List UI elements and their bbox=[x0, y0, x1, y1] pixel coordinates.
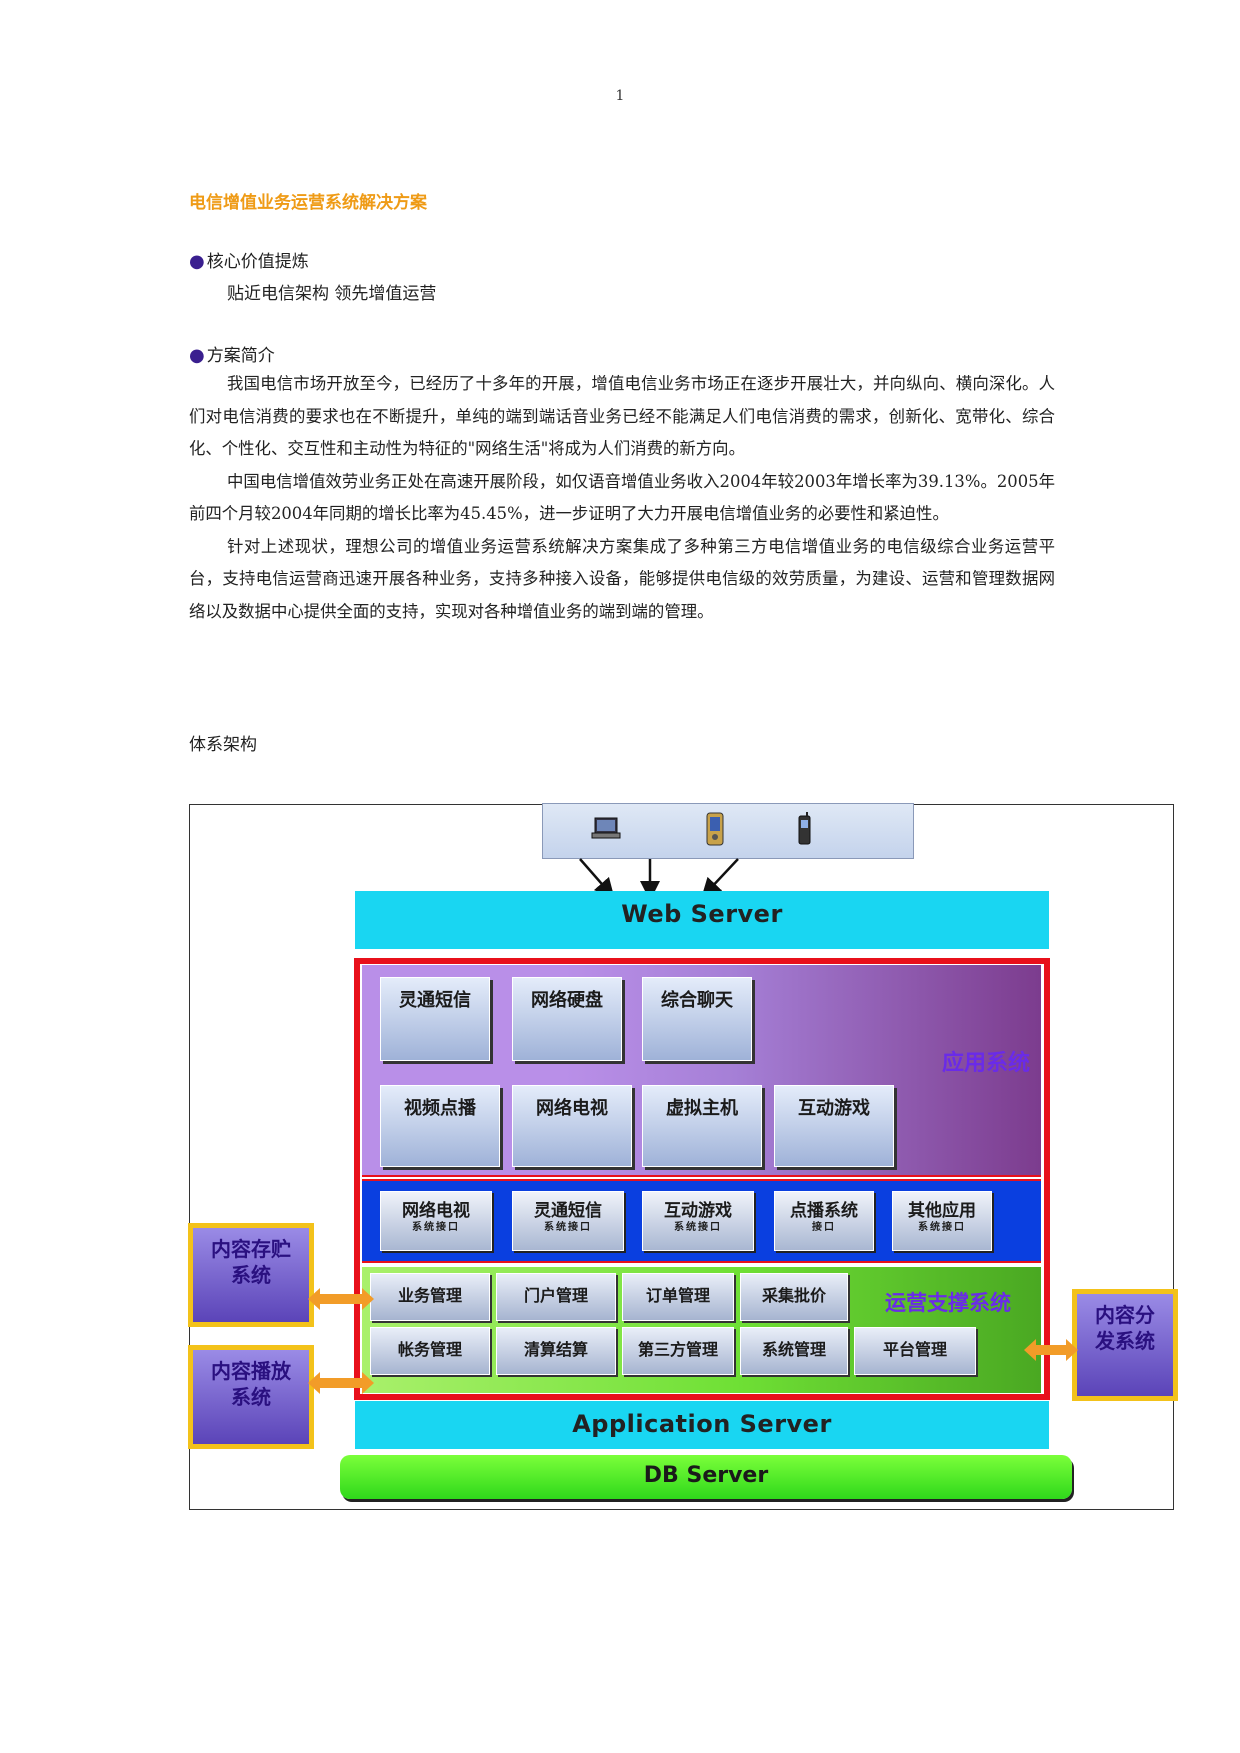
bullet-icon: ● bbox=[189, 251, 205, 272]
pda-icon bbox=[706, 812, 724, 846]
interface-box: 互动游戏系统接口 bbox=[642, 1191, 754, 1251]
interface-sub: 系统接口 bbox=[674, 1222, 722, 1233]
side-label: 内容分 bbox=[1095, 1303, 1155, 1327]
distribution-arrow-icon bbox=[1024, 1339, 1078, 1361]
device-arrows bbox=[579, 858, 739, 897]
storage-arrow-icon bbox=[308, 1288, 374, 1310]
app-module: 互动游戏 bbox=[774, 1085, 894, 1167]
support-cell: 采集批价 bbox=[740, 1273, 848, 1321]
side-label: 系统 bbox=[231, 1263, 271, 1287]
application-server-band: Application Server bbox=[355, 1401, 1049, 1449]
content-storage-system: 内容存贮 系统 bbox=[188, 1223, 314, 1327]
interface-label: 灵通短信 bbox=[534, 1201, 602, 1221]
page-number: 1 bbox=[615, 88, 625, 104]
side-label: 内容播放 bbox=[211, 1359, 291, 1383]
db-server-band: DB Server bbox=[340, 1455, 1072, 1499]
support-cell: 平台管理 bbox=[854, 1327, 976, 1375]
app-module: 虚拟主机 bbox=[642, 1085, 762, 1167]
interface-sub: 系统接口 bbox=[544, 1222, 592, 1233]
intro-paragraph-1: 我国电信市场开放至今，已经历了十多年的开展，增值电信业务市场正在逐步开展壮大，并… bbox=[189, 374, 1055, 458]
interface-label: 网络电视 bbox=[402, 1201, 470, 1221]
interface-label: 其他应用 bbox=[908, 1201, 976, 1221]
playback-arrow-icon bbox=[308, 1372, 374, 1394]
content-playback-system: 内容播放 系统 bbox=[188, 1345, 314, 1449]
interface-box: 点播系统接口 bbox=[774, 1191, 874, 1251]
intro-body: 我国电信市场开放至今，已经历了十多年的开展，增值电信业务市场正在逐步开展壮大，并… bbox=[189, 368, 1055, 628]
support-cell: 业务管理 bbox=[370, 1273, 490, 1321]
web-server-band: Web Server bbox=[355, 891, 1049, 949]
interface-box: 网络电视系统接口 bbox=[380, 1191, 492, 1251]
architecture-diagram: Web Server 应用系统 灵通短信 网络硬盘 综合聊天 视频点播 网络电视… bbox=[188, 803, 1178, 1510]
app-module: 综合聊天 bbox=[642, 977, 752, 1061]
support-cell: 帐务管理 bbox=[370, 1327, 490, 1375]
support-cell: 门户管理 bbox=[496, 1273, 616, 1321]
app-module: 视频点播 bbox=[380, 1085, 500, 1167]
operations-support-title: 运营支撑系统 bbox=[885, 1291, 1011, 1315]
content-distribution-system: 内容分 发系统 bbox=[1072, 1289, 1178, 1401]
side-label: 系统 bbox=[231, 1385, 271, 1409]
intro-paragraph-2: 中国电信增值效劳业务正处在高速开展阶段，如仅语音增值业务收入2004年较2003… bbox=[189, 471, 1055, 524]
interface-sub: 系统接口 bbox=[918, 1222, 966, 1233]
section-heading-core-value: ●核心价值提炼 bbox=[189, 247, 309, 272]
intro-heading: 方案简介 bbox=[206, 346, 275, 366]
access-devices-bar bbox=[542, 803, 914, 859]
app-module: 网络硬盘 bbox=[512, 977, 622, 1061]
bullet-icon: ● bbox=[189, 345, 205, 366]
laptop-icon bbox=[591, 817, 621, 839]
core-system-frame bbox=[354, 958, 1050, 1400]
interface-sub: 接口 bbox=[812, 1222, 836, 1233]
app-module: 灵通短信 bbox=[380, 977, 490, 1061]
support-cell: 第三方管理 bbox=[622, 1327, 734, 1375]
application-system-title: 应用系统 bbox=[941, 1051, 1030, 1076]
interface-box: 其他应用系统接口 bbox=[892, 1191, 992, 1251]
phone-icon bbox=[798, 812, 811, 845]
support-cell: 清算结算 bbox=[496, 1327, 616, 1375]
support-cell: 系统管理 bbox=[740, 1327, 848, 1375]
side-label: 内容存贮 bbox=[211, 1237, 291, 1261]
interface-box: 灵通短信系统接口 bbox=[512, 1191, 624, 1251]
support-cell: 订单管理 bbox=[622, 1273, 734, 1321]
interface-label: 互动游戏 bbox=[664, 1201, 732, 1221]
document-title: 电信增值业务运营系统解决方案 bbox=[189, 193, 427, 213]
app-module: 网络电视 bbox=[512, 1085, 632, 1167]
intro-paragraph-3: 针对上述现状，理想公司的增值业务运营系统解决方案集成了多种第三方电信增值业务的电… bbox=[189, 536, 1055, 621]
side-label: 发系统 bbox=[1095, 1329, 1155, 1353]
core-value-heading: 核心价值提炼 bbox=[206, 252, 309, 272]
interface-label: 点播系统 bbox=[790, 1201, 858, 1221]
architecture-label: 体系架构 bbox=[189, 735, 257, 755]
section-heading-intro: ●方案简介 bbox=[189, 341, 275, 366]
core-value-line: 贴近电信架构 领先增值运营 bbox=[227, 284, 437, 304]
interface-sub: 系统接口 bbox=[412, 1222, 460, 1233]
